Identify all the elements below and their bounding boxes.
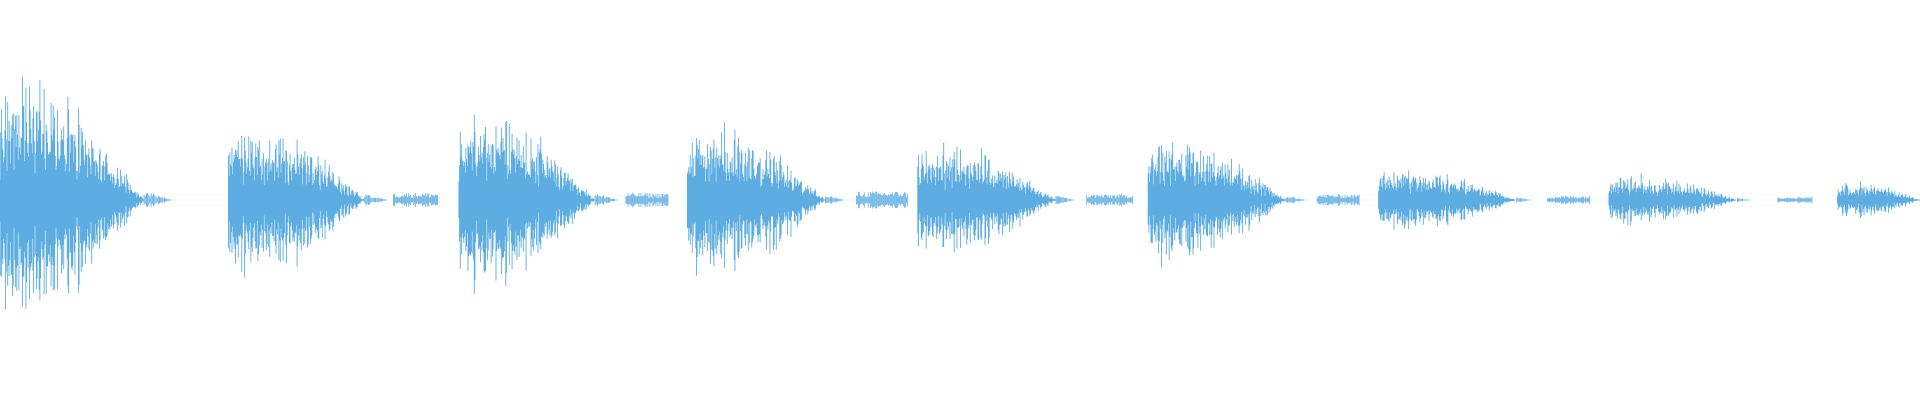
waveform-noise-segment <box>855 191 908 209</box>
waveform-channel <box>0 76 1920 310</box>
waveform-burst <box>458 114 619 295</box>
waveform-burst <box>1836 181 1920 219</box>
waveform-noise-segment <box>1316 194 1360 206</box>
waveform-noise-segment <box>393 193 438 207</box>
waveform-noise-segment <box>625 192 669 208</box>
waveform-burst <box>0 76 173 310</box>
waveform-noise-segment <box>1086 194 1134 206</box>
waveform-noise-segment <box>1777 196 1813 204</box>
waveform-burst <box>917 142 1075 253</box>
waveform-burst <box>1608 173 1753 226</box>
waveform-burst <box>1378 170 1532 231</box>
waveform-burst <box>1147 142 1305 267</box>
waveform-burst <box>686 122 845 276</box>
waveform-noise-segment <box>1547 195 1590 205</box>
waveform-burst <box>228 135 389 278</box>
